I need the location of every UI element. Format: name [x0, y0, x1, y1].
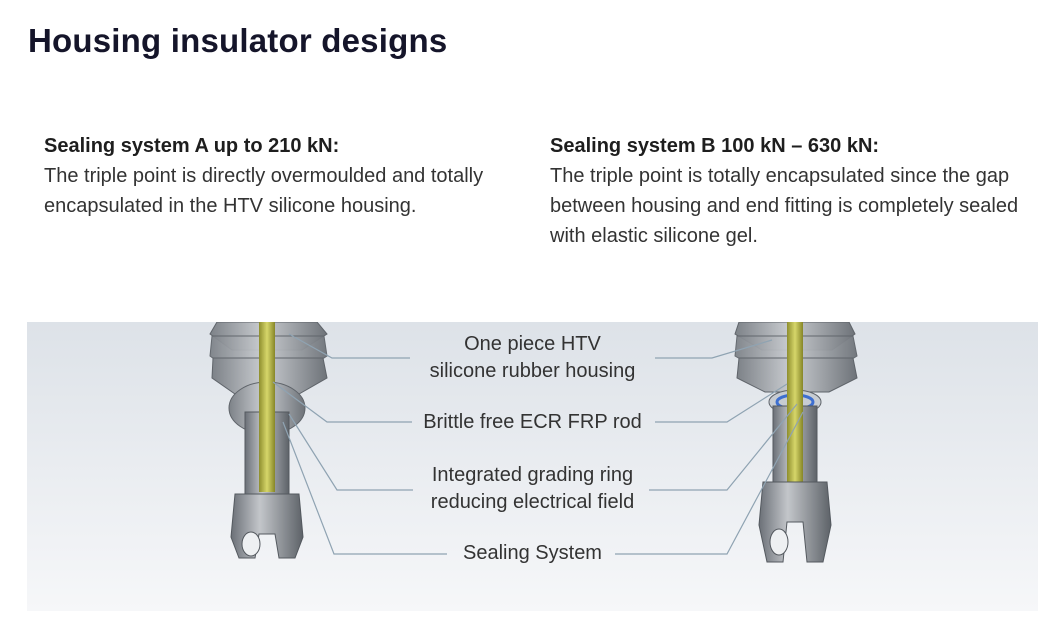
system-a-heading: Sealing system A up to 210 kN: — [44, 135, 340, 157]
callout-rod: Brittle free ECR FRP rod — [410, 409, 655, 436]
callout-grading-ring-line2: reducing electrical field — [430, 491, 635, 513]
insulator-a — [209, 322, 328, 559]
callout-housing-line1: One piece HTV — [464, 333, 601, 355]
callout-housing: One piece HTV silicone rubber housing — [410, 331, 655, 385]
system-b-description: Sealing system B 100 kN – 630 kN: The tr… — [550, 131, 1020, 251]
system-b-heading: Sealing system B 100 kN – 630 kN: — [550, 135, 880, 157]
callout-rod-line1: Brittle free ECR FRP rod — [423, 411, 642, 433]
system-a-body: The triple point is directly overmoulded… — [44, 165, 484, 217]
leader-lines — [272, 333, 804, 555]
insulator-illustration — [27, 322, 1038, 611]
callout-sealing-system-line1: Sealing System — [463, 542, 602, 564]
insulator-b — [734, 322, 858, 563]
callout-sealing-system: Sealing System — [410, 540, 655, 567]
callout-grading-ring: Integrated grading ring reducing electri… — [410, 462, 655, 516]
system-a-description: Sealing system A up to 210 kN: The tripl… — [44, 131, 504, 221]
page-title: Housing insulator designs — [28, 22, 448, 59]
callout-housing-line2: silicone rubber housing — [429, 360, 636, 382]
insulator-diagram: One piece HTV silicone rubber housing Br… — [27, 322, 1038, 611]
system-b-body: The triple point is totally encapsulated… — [550, 165, 1019, 247]
callout-grading-ring-line1: Integrated grading ring — [431, 464, 634, 486]
